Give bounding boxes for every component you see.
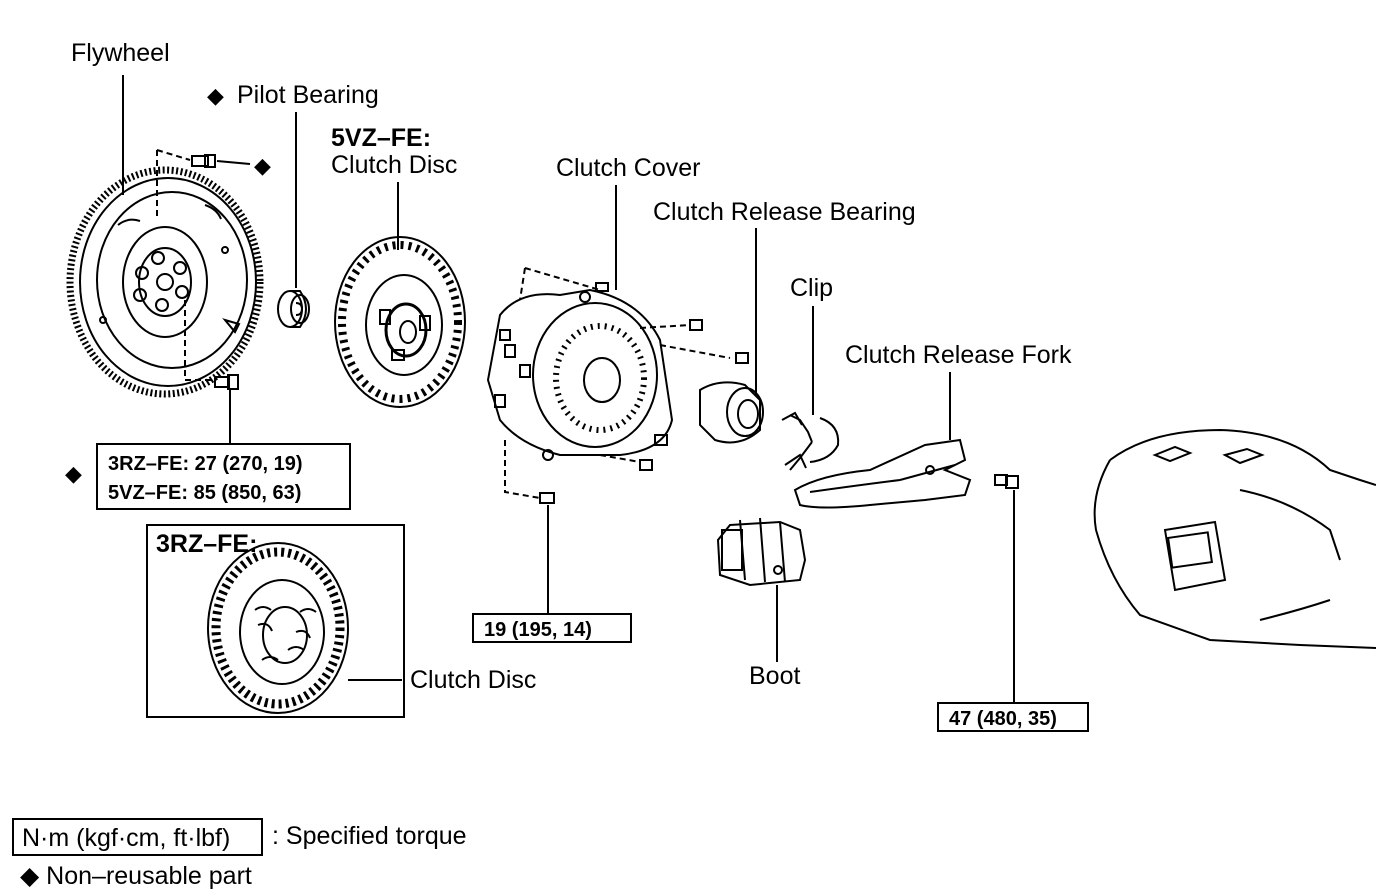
clip-label: Clip — [790, 274, 834, 302]
fork-torque-box: 47 (480, 35) — [937, 702, 1089, 732]
clutch-disc-5vz-drawing — [334, 182, 466, 408]
legend-torque-desc: : Specified torque — [272, 822, 467, 850]
engine-5vz-heading: 5VZ–FE: — [331, 124, 432, 152]
clutch-disc-5vz-label: Clutch Disc — [331, 151, 458, 179]
legend-non-reusable: ◆ Non–reusable part — [20, 862, 252, 890]
clutch-disc-3rz-drawing — [207, 542, 402, 714]
flywheel-drawing — [66, 75, 264, 398]
pilot-bearing-drawing — [277, 112, 310, 328]
clutch-cover-drawing — [486, 185, 749, 614]
release-bearing-drawing — [699, 228, 764, 444]
release-fork-drawing — [793, 372, 1019, 704]
flywheel-torque-non-reusable-icon: ◆ — [65, 461, 82, 486]
flywheel-bolts — [156, 149, 251, 448]
boot-label: Boot — [749, 662, 801, 690]
pilot-bearing-label: Pilot Bearing — [237, 81, 379, 109]
clutch-disc-3rz-inset — [146, 524, 405, 718]
flywheel-label: Flywheel — [71, 39, 170, 67]
cover-torque: 19 (195, 14) — [484, 619, 592, 641]
clip-drawing — [781, 306, 840, 471]
flywheel-bolt-non-reusable-icon: ◆ — [254, 153, 271, 178]
cover-torque-box: 19 (195, 14) — [472, 613, 632, 643]
boot-drawing — [716, 517, 807, 662]
engine-3rz-heading: 3RZ–FE: — [156, 530, 258, 558]
release-bearing-label: Clutch Release Bearing — [653, 198, 916, 226]
flywheel-torque-3rz: 3RZ–FE: 27 (270, 19) — [108, 453, 303, 475]
legend-torque-unit: N·m (kgf·cm, ft·lbf) — [12, 818, 263, 856]
flywheel-torque-5vz: 5VZ–FE: 85 (850, 63) — [108, 482, 302, 504]
fork-torque: 47 (480, 35) — [949, 708, 1057, 730]
non-reusable-diamond-icon: ◆ — [207, 83, 224, 108]
flywheel-torque-box: 3RZ–FE: 27 (270, 19) 5VZ–FE: 85 (850, 63… — [96, 443, 351, 510]
clutch-cover-label: Clutch Cover — [556, 154, 701, 182]
transmission-housing-drawing — [1093, 428, 1376, 649]
clutch-disc-3rz-label: Clutch Disc — [410, 666, 537, 694]
release-fork-label: Clutch Release Fork — [845, 341, 1072, 369]
